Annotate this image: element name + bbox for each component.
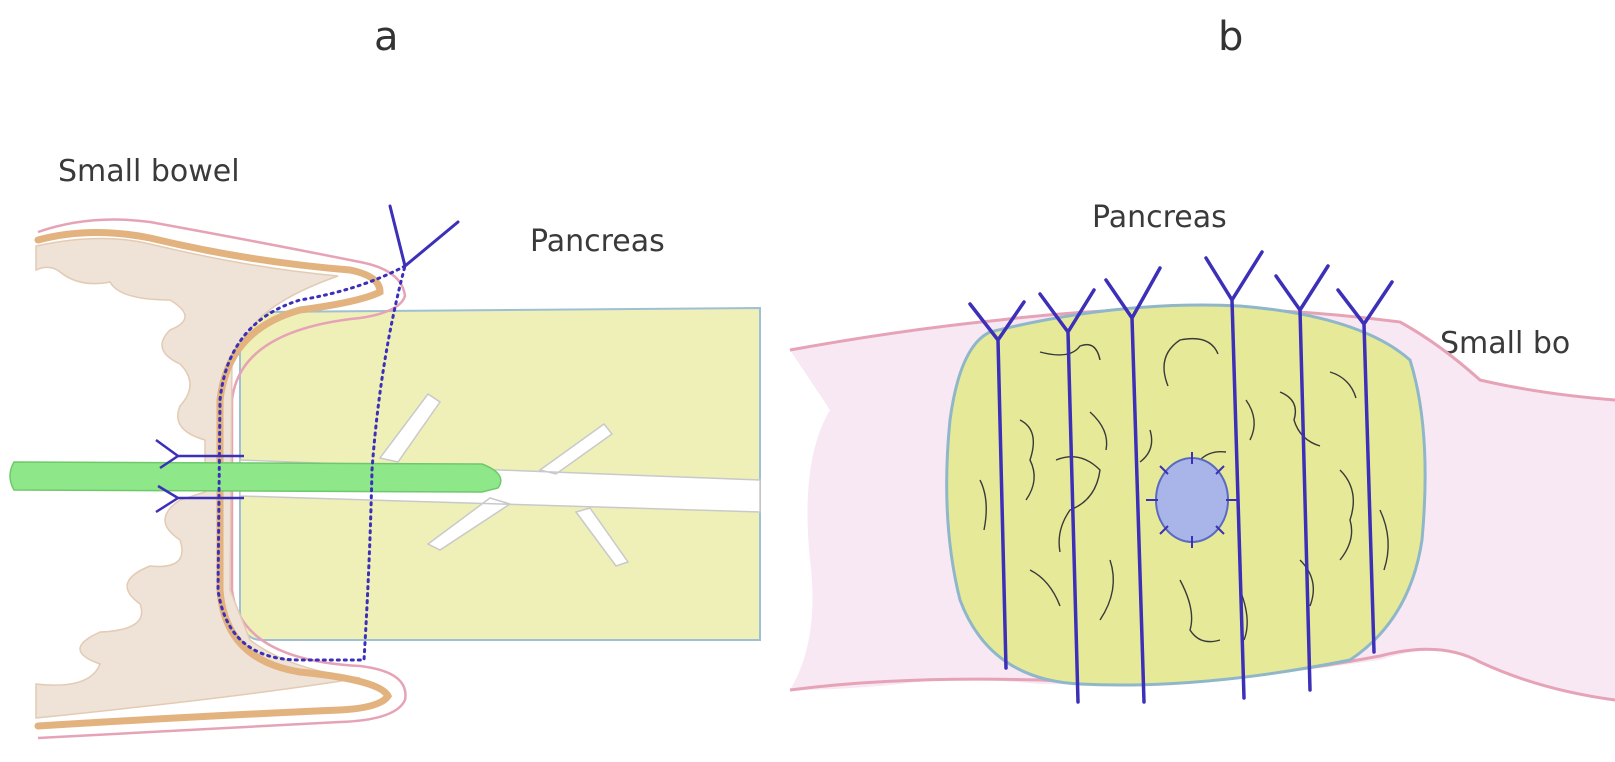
- suture-knot-a: [390, 206, 458, 266]
- panel-b-illustration: [790, 252, 1615, 702]
- panel-a-illustration: [10, 206, 760, 738]
- stent-a: [10, 462, 501, 492]
- duct-opening-b: [1146, 452, 1238, 548]
